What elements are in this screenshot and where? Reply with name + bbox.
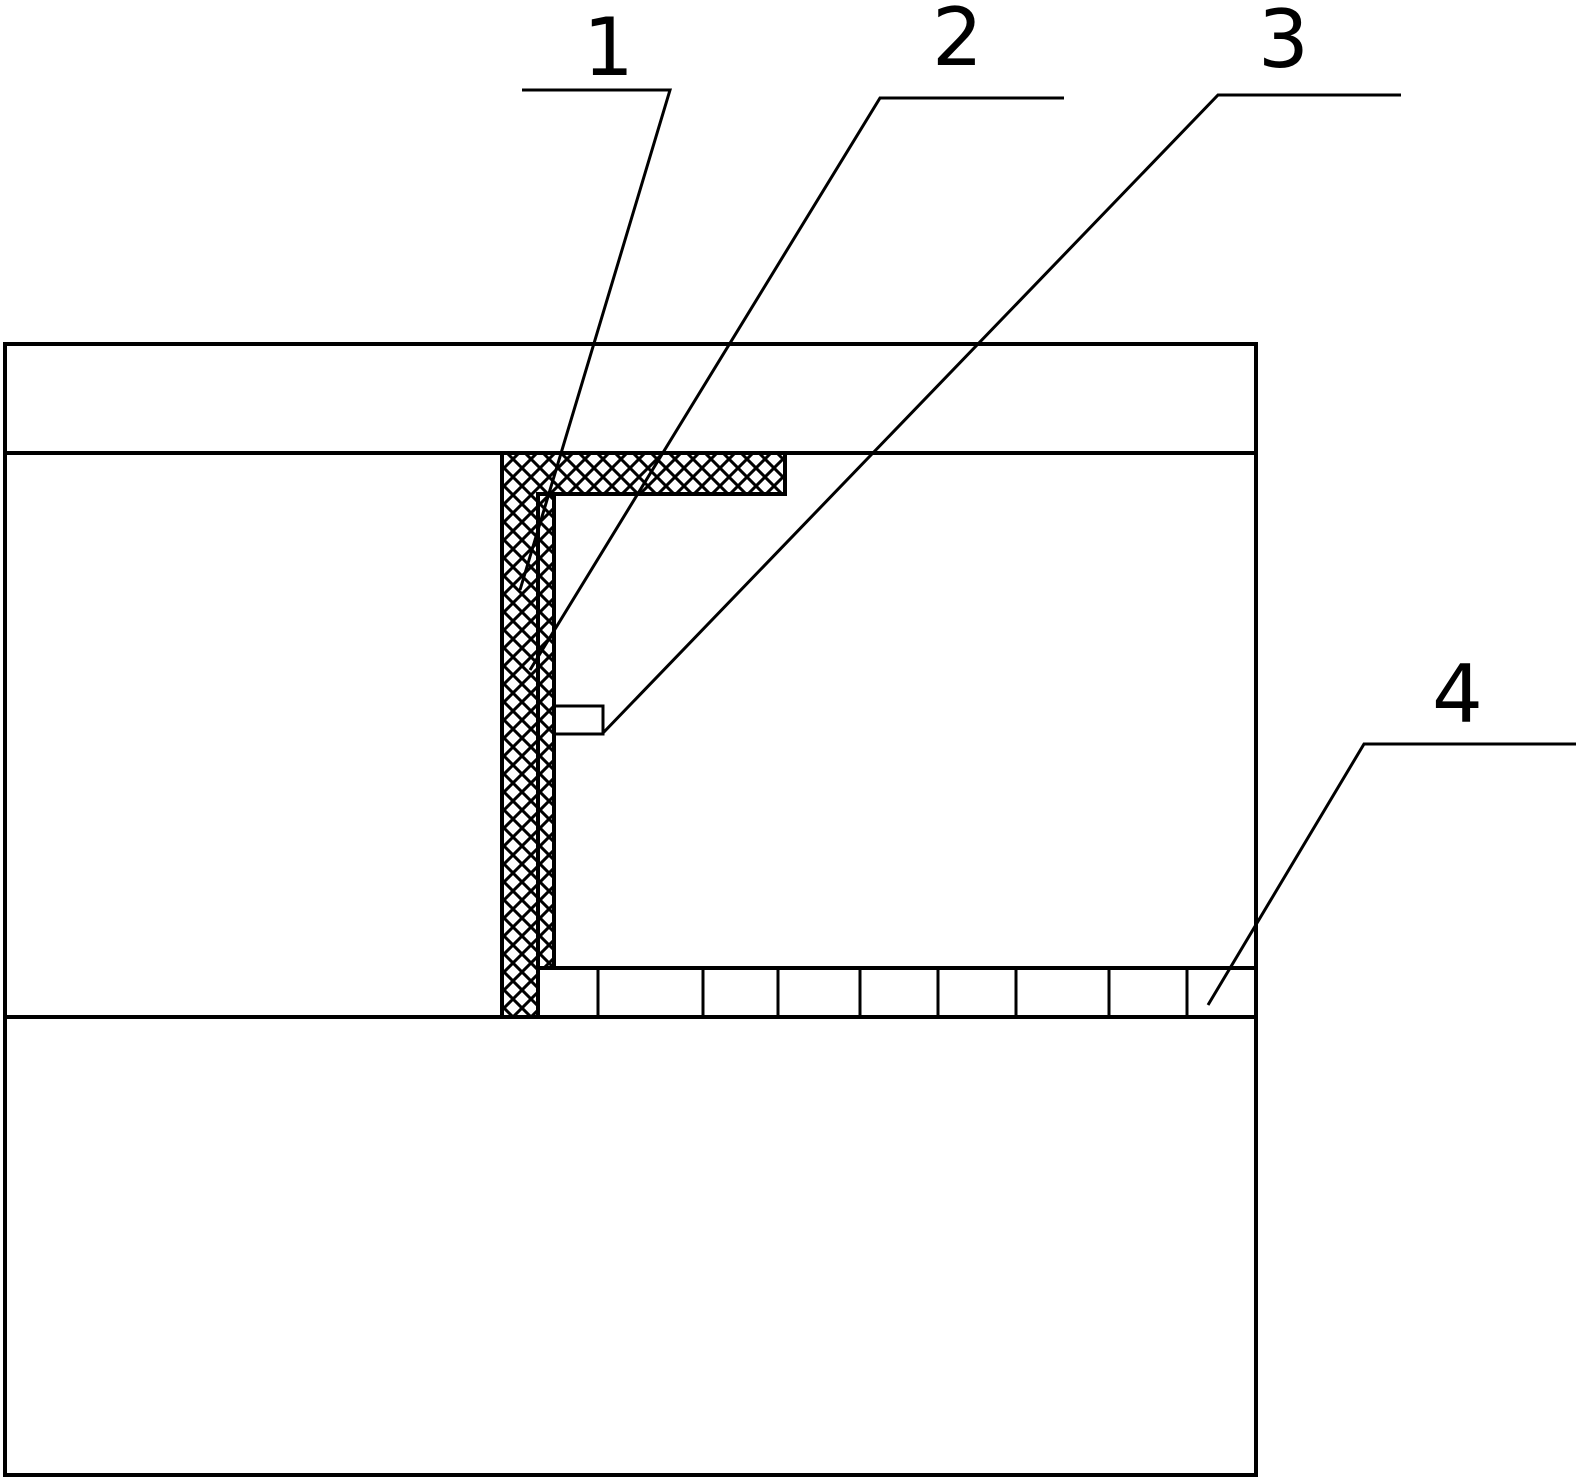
leader-line-4 <box>1208 744 1576 1005</box>
label-1: 1 <box>583 1 634 94</box>
leader-line-1 <box>520 90 670 590</box>
hatched-member <box>502 453 785 1017</box>
leader-lines <box>520 90 1576 1005</box>
leader-line-2 <box>530 98 1064 670</box>
outer-body <box>5 344 1256 1475</box>
label-3: 3 <box>1258 0 1309 86</box>
inner-hatched-strip <box>538 494 554 968</box>
outer-frame <box>5 344 1256 1475</box>
small-tab <box>554 706 603 734</box>
label-4: 4 <box>1432 648 1483 741</box>
strip-outline <box>538 968 1256 1017</box>
part-labels: 1 2 3 4 <box>583 0 1483 741</box>
leader-line-3 <box>603 95 1401 733</box>
segmented-strip <box>538 968 1256 1017</box>
label-2: 2 <box>932 0 983 84</box>
